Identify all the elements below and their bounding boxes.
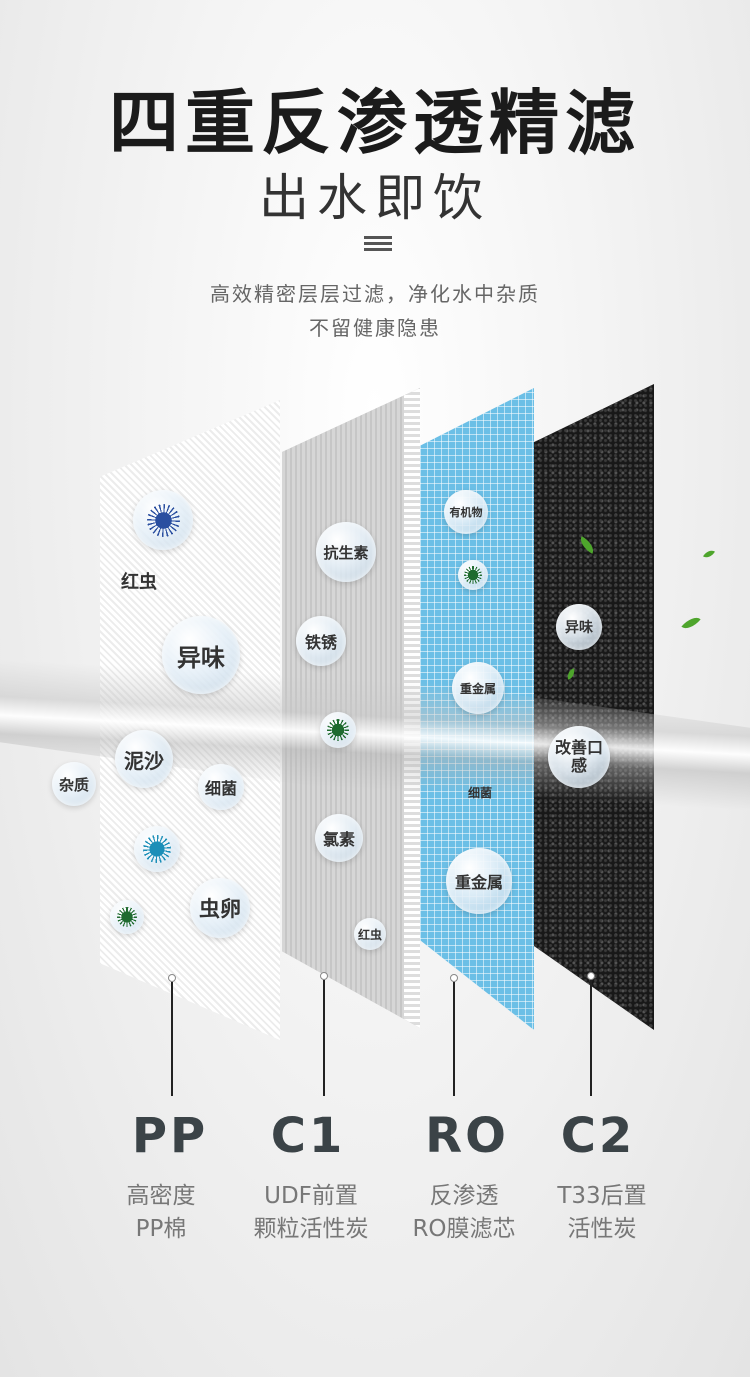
pointer-line-pp [171,982,173,1096]
layer-desc-ro: 反渗透 RO膜滤芯 [364,1180,564,1246]
pointer-line-c1 [323,980,325,1096]
layer-desc-line: UDF前置 [264,1183,358,1209]
description-line-2: 不留健康隐患 [309,316,441,340]
layer-desc-line: T33后置 [557,1183,647,1209]
layer-desc-line: 高密度 [126,1183,196,1209]
bubble-pp-4: 杂质 [52,762,96,806]
filter-layers-illustration: 红虫 异味 泥沙 杂质 细菌 虫卵 抗生素 铁锈 氯素 红虫 有机物 重金属 细… [0,370,750,1070]
menu-icon [364,236,392,252]
pointer-dot-ro [450,974,458,982]
layer-code-pp: PP [131,1108,209,1164]
bubble-pp-2: 异味 [162,616,240,694]
germ-icon [133,490,193,550]
layer-desc-line: PP棉 [135,1216,187,1242]
germ-icon [110,900,144,934]
leaf-icon [681,612,701,634]
pointer-dot-pp [168,974,176,982]
bubble-c1-3: 氯素 [315,814,363,862]
layer-desc-line: RO膜滤芯 [412,1216,516,1242]
pointer-line-c2 [590,980,592,1096]
layer-code-c1: C1 [270,1108,346,1164]
layer-desc-c1: UDF前置 颗粒活性炭 [211,1180,411,1246]
bubble-c1-4: 红虫 [354,918,386,950]
germ-icon [320,712,356,748]
pointer-line-ro [453,982,455,1096]
layer-desc-line: 反渗透 [429,1183,499,1209]
layer-desc-line: 颗粒活性炭 [253,1216,369,1242]
leaf-icon [703,547,715,561]
germ-icon [134,826,180,872]
bubble-c1-2: 铁锈 [296,616,346,666]
bubble-c2-1: 异味 [556,604,602,650]
pointer-dot-c2 [587,972,595,980]
bubble-ro-4: 重金属 [446,848,512,914]
layer-code-c2: C2 [560,1108,636,1164]
bubble-ro-3: 细菌 [467,785,492,800]
bubble-ro-2: 重金属 [452,662,504,714]
bubble-pp-5: 细菌 [198,764,244,810]
layer-code-ro: RO [425,1108,509,1164]
bubble-pp-3: 泥沙 [115,730,173,788]
bubble-pp-1: 红虫 [121,572,157,593]
page-subtitle: 出水即饮 [259,169,491,227]
pointer-dot-c1 [320,972,328,980]
bubble-c2-2: 改善口感 [548,726,610,788]
description-line-1: 高效精密层层过滤，净化水中杂质 [210,282,540,306]
layer-desc-pp: 高密度 PP棉 [61,1180,261,1246]
layer-desc-line: 活性炭 [567,1216,637,1242]
page-title: 四重反渗透精滤 [109,82,641,164]
bubble-pp-6: 虫卵 [190,878,250,938]
layer-desc-c2: T33后置 活性炭 [502,1180,702,1246]
germ-icon [458,560,488,590]
bubble-ro-1: 有机物 [444,490,488,534]
bubble-c1-1: 抗生素 [316,522,376,582]
